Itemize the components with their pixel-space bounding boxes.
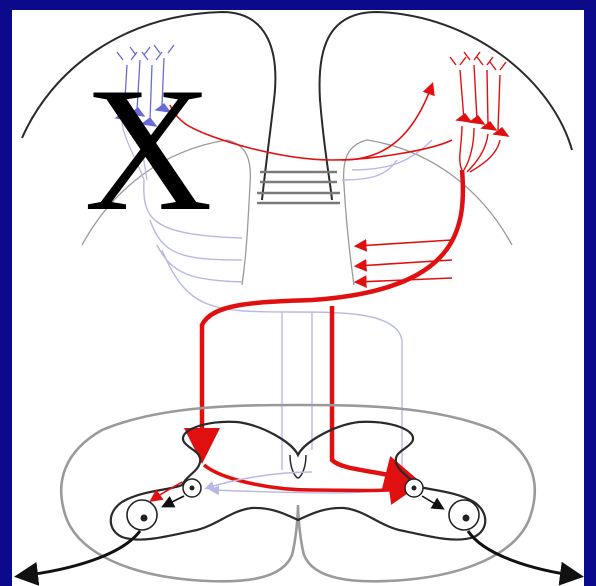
- right-pyramidal-neurons: [450, 52, 508, 172]
- right-interneuron-arrow: [422, 496, 442, 508]
- central-canal: [290, 455, 306, 478]
- left-motor-neuron-icon: [127, 500, 157, 530]
- red-corticospinal-tract: [202, 170, 463, 491]
- red-ascending-fiber: [342, 85, 432, 160]
- left-motor-neurons: [127, 479, 201, 530]
- large-overlay-label: X: [84, 60, 213, 238]
- left-interneuron-arrow: [164, 496, 184, 506]
- right-hemisphere-outline: [320, 12, 572, 200]
- diagram-canvas: X: [12, 10, 584, 586]
- corpus-callosum: [257, 172, 340, 203]
- right-inner-boundary: [344, 140, 512, 285]
- right-efferent-axon: [468, 531, 578, 576]
- right-motor-neurons: [405, 479, 479, 530]
- right-motor-neuron-icon: [449, 500, 479, 530]
